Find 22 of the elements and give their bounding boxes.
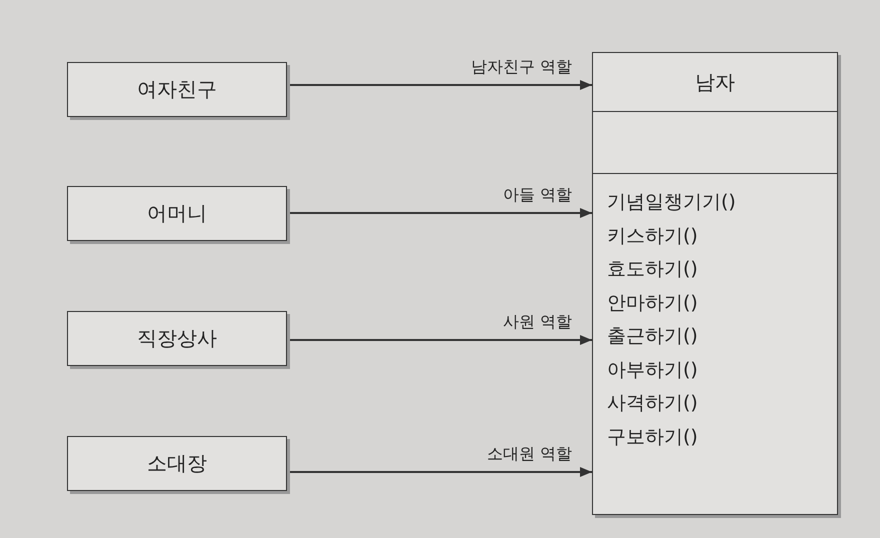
method-name: 키스하기() <box>607 224 698 248</box>
node-label: 여자친구 <box>137 76 217 103</box>
actor-box <box>67 186 287 241</box>
arrow <box>287 467 592 477</box>
method-name: 기념일챙기기() <box>607 190 736 215</box>
node-label: 소대장 <box>147 450 207 477</box>
method-name: 안마하기() <box>607 290 698 316</box>
node-label: 직장상사 <box>137 325 217 352</box>
arrow <box>287 80 592 90</box>
node-label: 어머니 <box>147 200 207 227</box>
arrow <box>287 208 592 218</box>
method-name: 효도하기() <box>607 257 698 282</box>
class-box <box>592 52 838 515</box>
method-name: 출근하기() <box>607 324 698 349</box>
method-name: 구보하기() <box>607 424 698 450</box>
method-name: 사격하기() <box>607 391 698 416</box>
actor-box <box>67 436 287 491</box>
arrow <box>287 335 592 345</box>
method-name: 아부하기() <box>607 358 698 382</box>
actor-box <box>67 311 287 366</box>
class-name: 남자 <box>695 68 735 96</box>
actor-box <box>67 62 287 117</box>
